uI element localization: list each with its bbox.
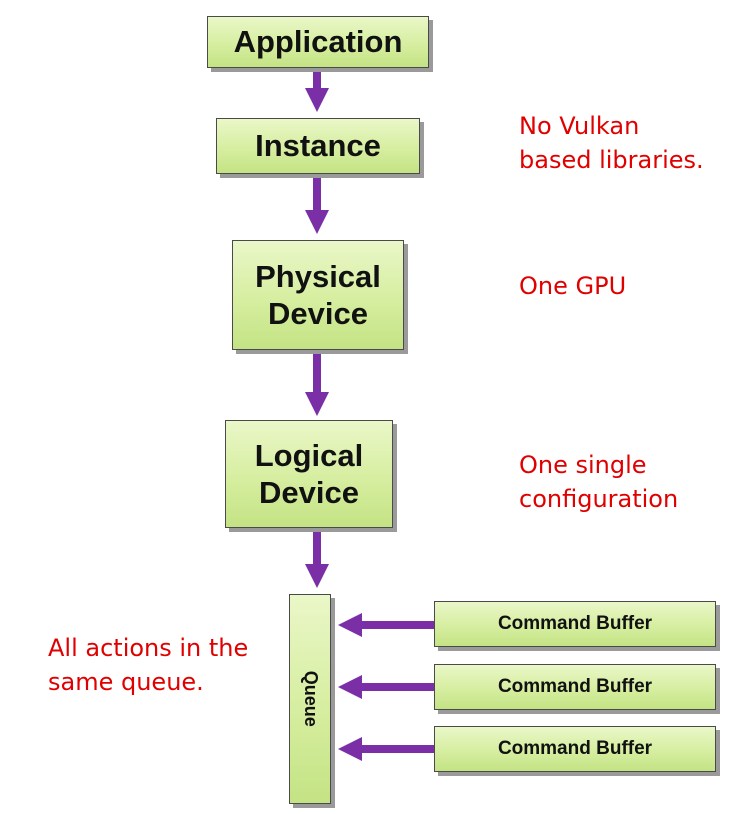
command-buffer-2-label: Command Buffer: [497, 675, 653, 697]
command-buffer-3-label: Command Buffer: [497, 737, 653, 759]
physical-device-label-line-1: Physical: [255, 258, 381, 294]
note-physical-device: One GPU: [519, 270, 626, 304]
command-buffer-2-box: Command Buffer: [434, 664, 716, 710]
instance-label: Instance: [255, 128, 381, 164]
application-label: Application: [233, 24, 403, 60]
command-buffer-1-box: Command Buffer: [434, 601, 716, 647]
note-queue: All actions in the same queue.: [48, 632, 248, 699]
queue-label: Queue: [300, 670, 321, 728]
physical-device-label-line-2: Device: [268, 296, 368, 331]
note-logical-device: One single configuration: [519, 449, 678, 516]
command-buffer-3-box: Command Buffer: [434, 726, 716, 772]
note-instance-line-2: based libraries.: [519, 145, 704, 174]
note-queue-line-2: same queue.: [48, 667, 204, 696]
logical-device-box: Logical Device: [225, 420, 393, 528]
note-instance-line-1: No Vulkan: [519, 112, 640, 140]
instance-box: Instance: [216, 118, 420, 174]
command-buffer-1-label: Command Buffer: [497, 612, 653, 634]
queue-box: Queue: [289, 594, 331, 804]
note-queue-line-1: All actions in the: [48, 634, 249, 662]
logical-device-label-line-2: Device: [259, 475, 359, 510]
note-logical-device-line-1: One single: [519, 451, 647, 479]
note-logical-device-line-2: configuration: [519, 484, 679, 513]
note-physical-device-line-1: One GPU: [519, 272, 627, 300]
logical-device-label-line-1: Logical: [254, 437, 364, 473]
application-box: Application: [207, 16, 429, 68]
note-instance: No Vulkan based libraries.: [519, 110, 704, 177]
physical-device-box: Physical Device: [232, 240, 404, 350]
